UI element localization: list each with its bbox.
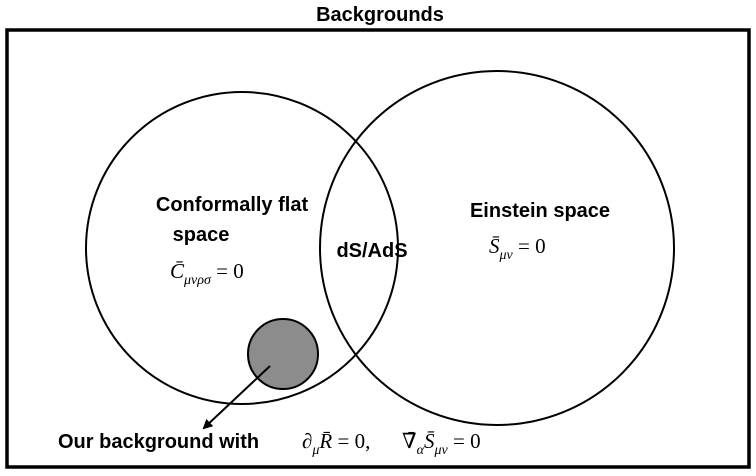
intersection-label: dS/AdS [336,240,407,262]
nabla-subscript: α [417,443,425,458]
traceless-symbol: S̄ [424,429,435,453]
outer-frame [5,28,751,469]
nabla-symbol: ∇̄ [402,429,417,453]
circle-einstein-space [319,70,675,426]
conformally-flat-label-line2: space [173,224,230,246]
traceless-subscript: μν [434,443,449,458]
annotation-text: Our background with [58,431,259,453]
traceless-ricci-equation: S̄μν = 0 [489,234,546,263]
partial-subscript: μ [311,443,319,458]
eq2-rhs: = 0 [448,429,481,453]
partial-symbol: ∂ [302,429,312,453]
eq1-rhs: = 0, [332,429,370,453]
ricci-rhs: = 0 [513,234,546,258]
annotation-equation-1: ∂μR̄ = 0, [302,429,370,458]
annotation-arrow [202,365,271,430]
ricci-subscript: μν [499,248,514,263]
weyl-symbol: C̄ [170,259,185,283]
circle-conformally-flat [85,91,399,405]
ricci-scalar-symbol: R̄ [318,429,332,453]
weyl-rhs: = 0 [211,259,244,283]
annotation-equation-2: ∇̄αS̄μν = 0 [402,429,481,458]
weyl-subscript: μνρσ [183,273,212,288]
weyl-tensor-equation: C̄μνρσ = 0 [170,259,244,288]
einstein-space-label: Einstein space [470,200,610,222]
conformally-flat-label: Conformally flat [156,194,309,216]
diagram-title: Backgrounds [316,4,444,26]
our-background-circle [247,318,319,390]
ricci-symbol: S̄ [489,234,500,258]
